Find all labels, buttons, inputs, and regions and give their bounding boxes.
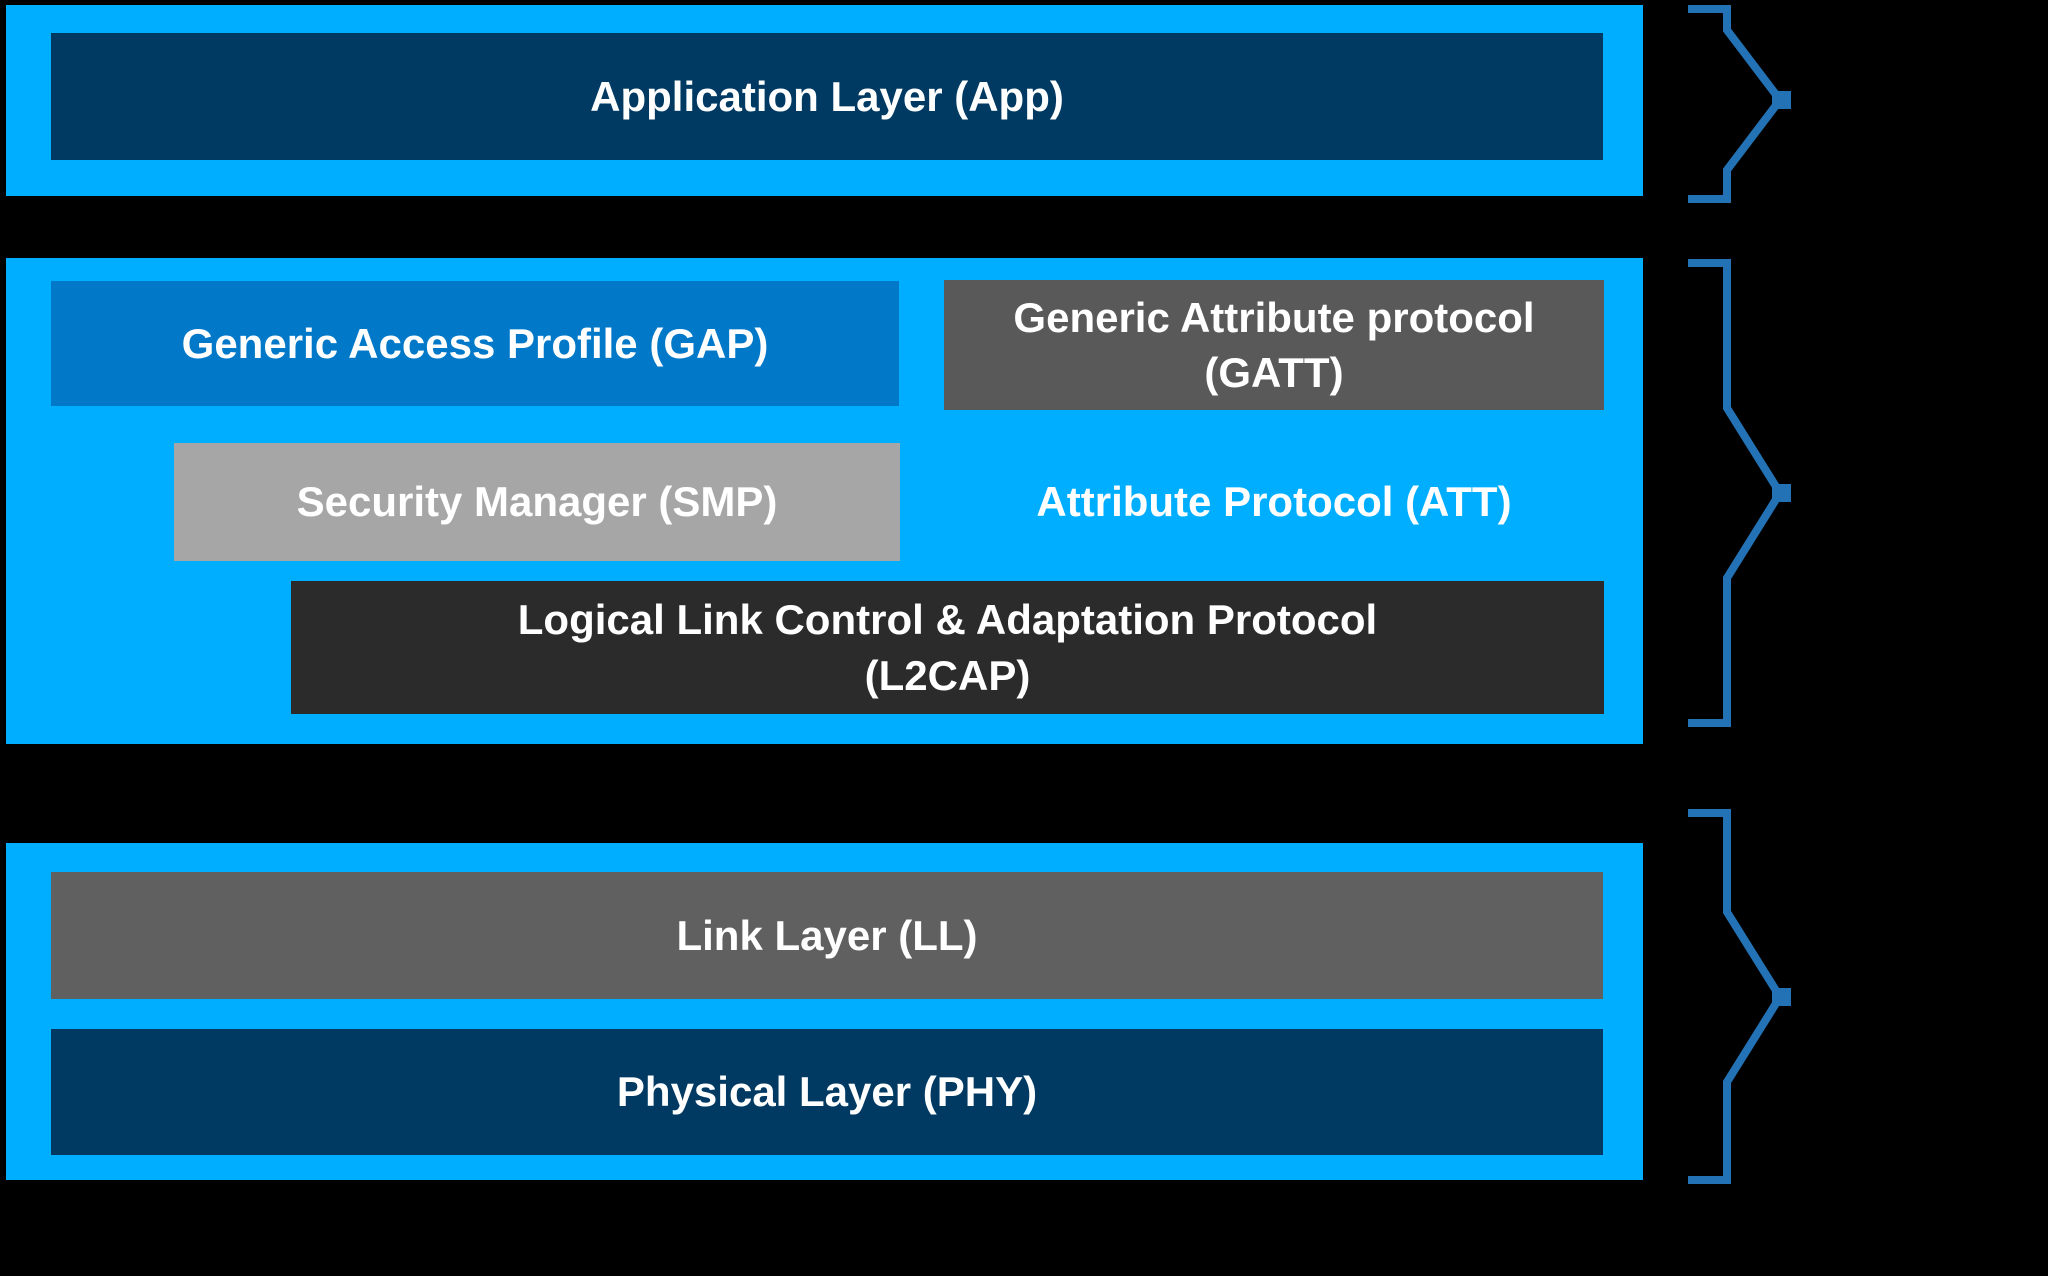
bottom-brace-icon — [1688, 809, 1791, 1184]
physical-layer-box: Physical Layer (PHY) — [51, 1029, 1603, 1155]
l2cap-label-line1: Logical Link Control & Adaptation Protoc… — [517, 596, 1378, 644]
link-layer-label: Link Layer (LL) — [676, 911, 978, 959]
gatt-box: Generic Attribute protocol (GATT) — [944, 280, 1604, 410]
application-layer-label: Application Layer (App) — [590, 72, 1064, 120]
middle-brace-icon — [1688, 259, 1791, 727]
att-label: Attribute Protocol (ATT) — [944, 443, 1604, 561]
gap-label: Generic Access Profile (GAP) — [181, 319, 769, 367]
bottom-section-panel: Link Layer (LL) Physical Layer (PHY) — [6, 843, 1643, 1180]
gatt-label-line1: Generic Attribute protocol — [1013, 293, 1535, 341]
smp-label: Security Manager (SMP) — [296, 478, 778, 526]
gap-box: Generic Access Profile (GAP) — [51, 281, 899, 406]
l2cap-box: Logical Link Control & Adaptation Protoc… — [291, 581, 1604, 714]
l2cap-label-line2: (L2CAP) — [864, 651, 1031, 699]
top-brace-icon — [1688, 5, 1791, 203]
top-section-panel: Application Layer (App) — [6, 5, 1643, 196]
application-layer-box: Application Layer (App) — [51, 33, 1603, 160]
physical-layer-label: Physical Layer (PHY) — [616, 1068, 1038, 1116]
middle-section-panel: Generic Access Profile (GAP) Generic Att… — [6, 258, 1643, 744]
smp-box: Security Manager (SMP) — [174, 443, 900, 561]
gatt-label-line2: (GATT) — [1204, 349, 1344, 396]
att-label-text: Attribute Protocol (ATT) — [1036, 478, 1512, 526]
link-layer-box: Link Layer (LL) — [51, 872, 1603, 999]
